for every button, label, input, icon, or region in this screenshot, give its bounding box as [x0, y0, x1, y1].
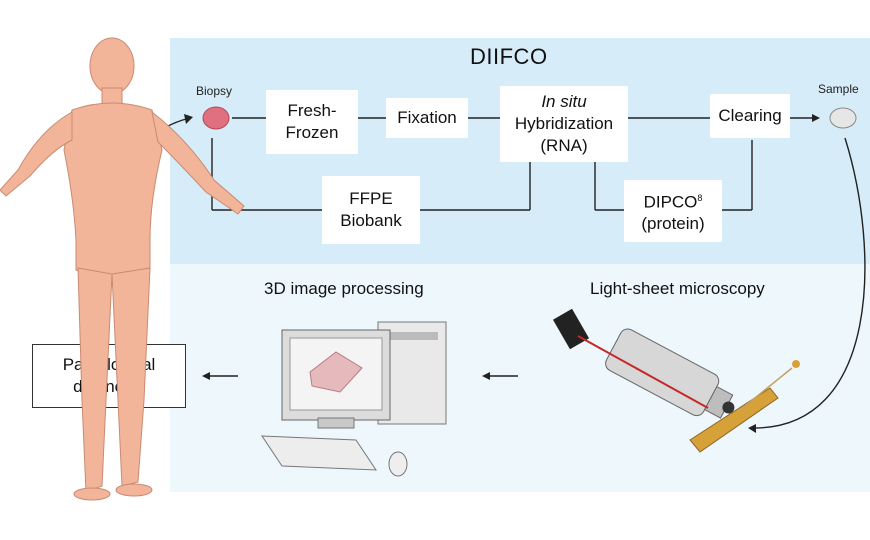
- laser-beam: [577, 335, 709, 409]
- dipco-line1: DIPCO8: [644, 187, 703, 214]
- mouse-icon: [388, 451, 408, 477]
- biopsy-label: Biopsy: [196, 84, 233, 98]
- cuvette-icon: [689, 387, 779, 453]
- fresh-frozen-box: Fresh- Frozen: [266, 90, 358, 154]
- sample-point-icon: [792, 360, 800, 368]
- objective-lens-icon: [605, 328, 735, 419]
- in-situ-hybridization-box: In situ Hybridization (RNA): [500, 86, 628, 162]
- diagram-title: DIIFCO: [470, 44, 548, 69]
- monitor-icon: [281, 329, 391, 429]
- dipco-line2: (protein): [641, 214, 705, 234]
- dipco-label: DIPCO: [643, 192, 698, 212]
- fixation-label: Fixation: [397, 108, 457, 127]
- ish-italic-label: In situ: [541, 92, 587, 111]
- ffpe-line2: Biobank: [340, 211, 402, 230]
- clearing-box: Clearing: [710, 94, 790, 138]
- dipco-superscript: 8: [697, 192, 703, 203]
- dipco-box: DIPCO8 (protein): [624, 180, 722, 242]
- image-processing-label: 3D image processing: [264, 279, 424, 298]
- clearing-label: Clearing: [718, 106, 782, 125]
- sample-holder: [739, 367, 793, 411]
- keyboard-icon: [261, 435, 377, 471]
- sample-icon: [829, 107, 857, 129]
- microscopy-label: Light-sheet microscopy: [590, 279, 765, 298]
- ish-line3: (RNA): [540, 136, 588, 155]
- biopsy-tissue-icon: [202, 106, 230, 130]
- ffpe-line1: FFPE: [349, 189, 393, 208]
- detector-icon: [552, 308, 590, 350]
- fresh-frozen-line1: Fresh-: [287, 101, 337, 120]
- fresh-frozen-line2: Frozen: [285, 123, 339, 142]
- ffpe-biobank-box: FFPE Biobank: [322, 176, 420, 244]
- fixation-box: Fixation: [386, 98, 468, 138]
- ish-line2: Hybridization: [514, 114, 614, 133]
- sample-label: Sample: [818, 82, 859, 96]
